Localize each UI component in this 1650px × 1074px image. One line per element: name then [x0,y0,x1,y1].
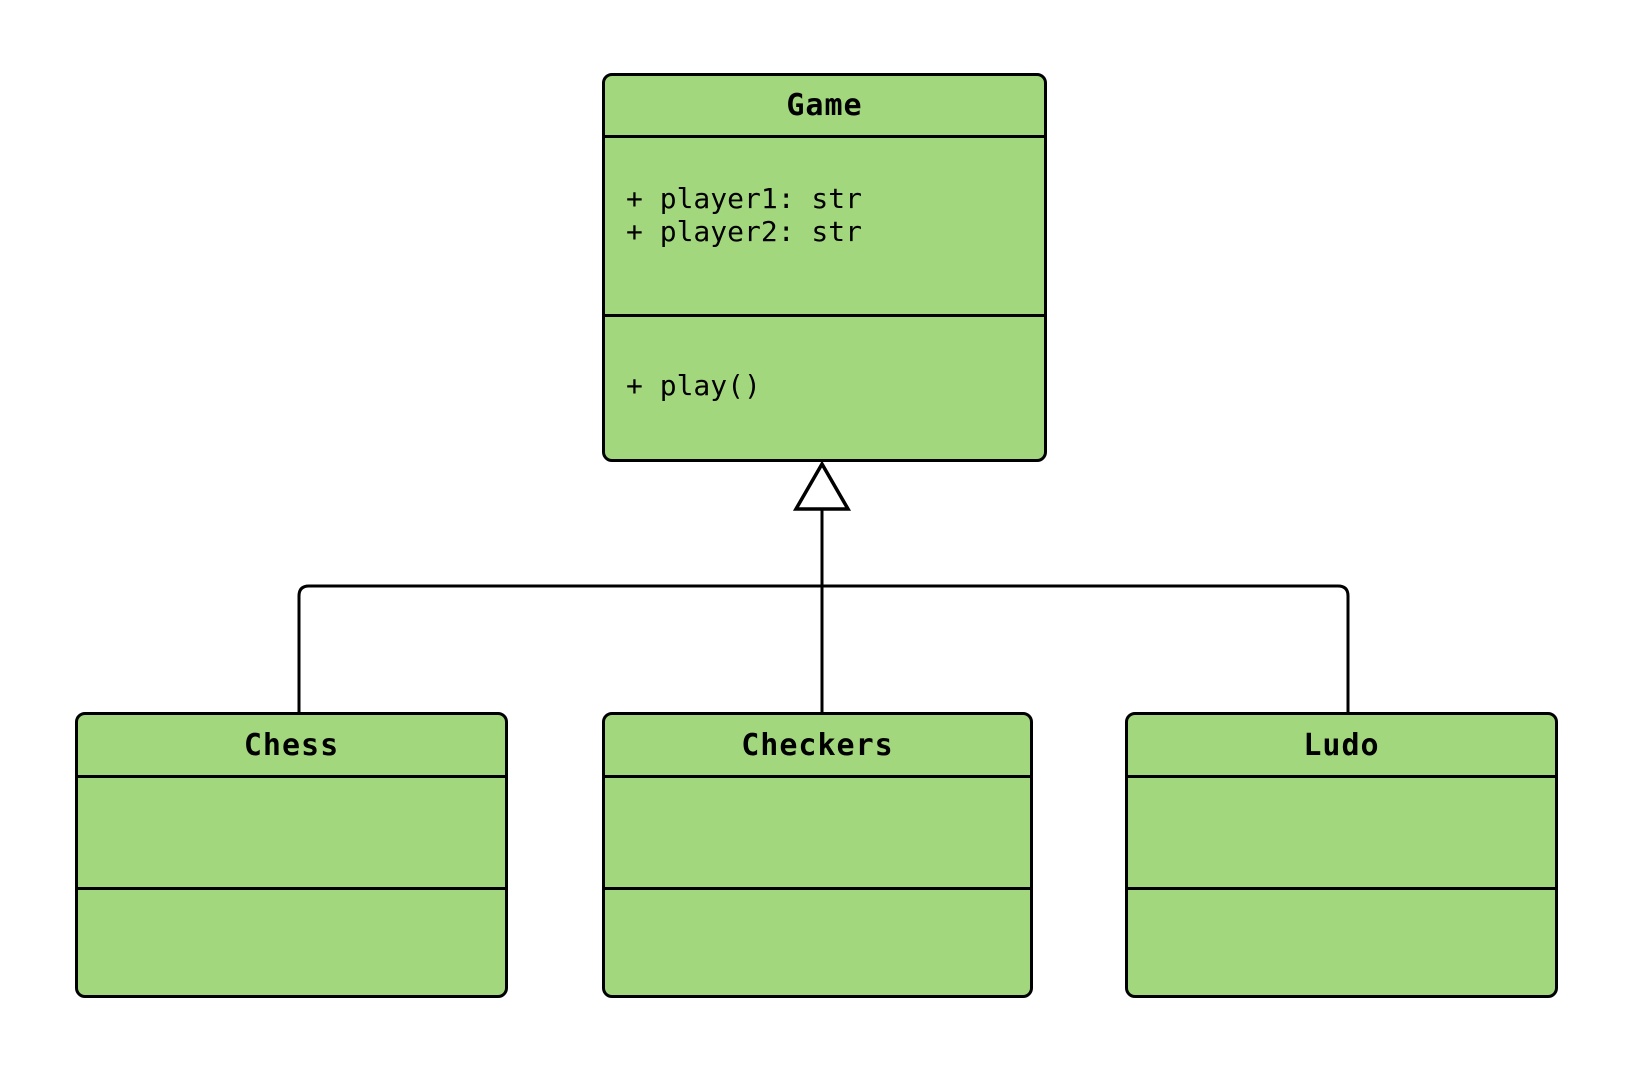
attribute-line: + player2: str [626,215,863,248]
class-methods-section [78,890,505,995]
inheritance-arrowhead-icon [792,460,852,511]
class-node-checkers[interactable]: Checkers [602,712,1033,998]
class-title: Game [605,76,1044,138]
class-attributes-section [605,778,1030,890]
class-attributes-section: + player1: str + player2: str [605,138,1044,317]
class-node-game[interactable]: Game + player1: str + player2: str + pla… [602,73,1047,462]
method-line: + play() [626,368,761,402]
class-title: Checkers [605,715,1030,778]
class-attributes-section [78,778,505,890]
class-attributes-section [1128,778,1555,890]
class-node-ludo[interactable]: Ludo [1125,712,1558,998]
connector-rail [297,584,1350,712]
class-methods-section [605,890,1030,995]
attribute-line: + player1: str [626,182,863,215]
class-node-chess[interactable]: Chess [75,712,508,998]
class-methods-section: + play() [605,317,1044,459]
class-title: Chess [78,715,505,778]
class-methods-section [1128,890,1555,995]
class-title: Ludo [1128,715,1555,778]
